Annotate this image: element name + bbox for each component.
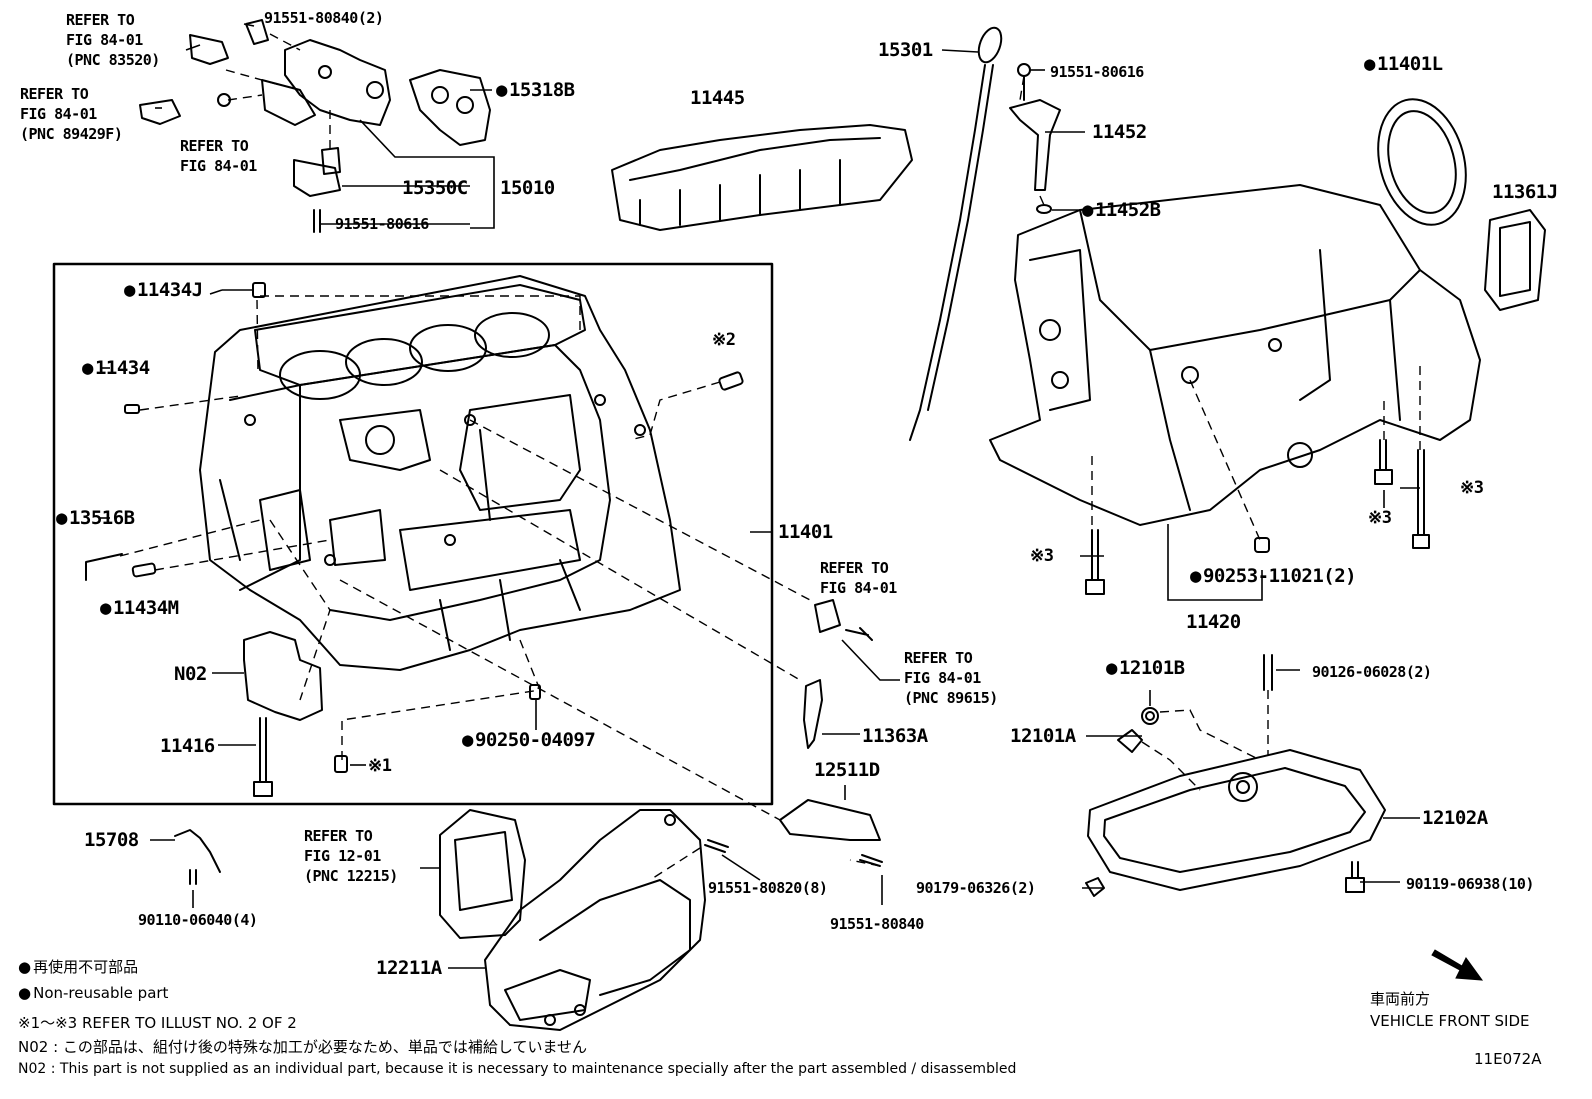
part-label-11416[interactable]: 11416 (160, 735, 215, 757)
legend-n02-jp: N02 : この部品は、組付け後の特殊な加工が必要なため、単品では補給していませ… (18, 1038, 588, 1056)
part-label-11401l[interactable]: 11401L (1364, 54, 1443, 74)
figure-id: 11E072A (1474, 1050, 1542, 1068)
part-label-91551-80840[interactable]: 91551-80840 (830, 915, 924, 933)
part-label-13516b[interactable]: 13516B (56, 508, 135, 528)
oil-seal-drawing (1377, 98, 1467, 226)
legend-non-reusable-en: Non-reusable part (18, 984, 168, 1002)
oil-pump-drawing (284, 39, 391, 126)
block-assembly-frame (52, 262, 774, 806)
cylinder-block-drawing (199, 275, 681, 671)
part-label-15708[interactable]: 15708 (84, 829, 139, 851)
part-label-11452[interactable]: 11452 (1092, 121, 1147, 143)
part-label-90253-11021-2[interactable]: 90253-11021(2) (1190, 566, 1357, 586)
part-label-12511d[interactable]: 12511D (814, 759, 880, 781)
part-label-15010[interactable]: 15010 (500, 177, 555, 199)
part-label-90250-04097[interactable]: 90250-04097 (462, 730, 596, 750)
part-label-11401[interactable]: 11401 (778, 521, 833, 543)
refer-label-pnc-83520[interactable]: REFER TO FIG 84-01 (PNC 83520) (66, 11, 160, 69)
oil-pan-upper-drawing (989, 184, 1481, 526)
part-label-12211a[interactable]: 12211A (376, 957, 442, 979)
part-label-91551-80820-8[interactable]: 91551-80820(8) (708, 879, 828, 897)
part-label-11445[interactable]: 11445 (690, 87, 745, 109)
legend-refer-illust: ※1～※3 REFER TO ILLUST NO. 2 OF 2 (18, 1014, 297, 1032)
mark-ref-2: ※2 (712, 330, 736, 350)
part-label-90126-06028-2[interactable]: 90126-06028(2) (1312, 663, 1432, 681)
crankcase-baffle-drawing (611, 124, 913, 231)
part-label-11452b[interactable]: 11452B (1082, 200, 1161, 220)
part-label-12101b[interactable]: 12101B (1106, 658, 1185, 678)
part-label-11434j[interactable]: 11434J (124, 280, 203, 300)
part-label-11420[interactable]: 11420 (1186, 611, 1241, 633)
mark-ref-1: ※1 (368, 756, 392, 776)
part-label-91551-80840-2[interactable]: 91551-80840(2) (264, 9, 384, 27)
part-label-90119-06938-10[interactable]: 90119-06938(10) (1406, 875, 1534, 893)
bolt-11416-drawing (253, 717, 273, 797)
legend-n02-en: N02 : This part is not supplied as an in… (18, 1061, 1017, 1077)
part-label-15350c[interactable]: 15350C (402, 177, 468, 199)
direction-label-jp: 車両前方 (1370, 990, 1431, 1008)
part-label-11363a[interactable]: 11363A (862, 725, 928, 747)
part-label-91551-80616-b[interactable]: 91551-80616 (1050, 63, 1144, 81)
part-label-11434[interactable]: 11434 (82, 358, 150, 378)
part-label-90179-06326-2[interactable]: 90179-06326(2) (916, 879, 1036, 897)
legend-non-reusable-jp: 再使用不可部品 (18, 958, 138, 976)
part-label-90110-06040-4[interactable]: 90110-06040(4) (138, 911, 258, 929)
refer-label-pnc-89615[interactable]: REFER TO FIG 84-01 (PNC 89615) (904, 649, 998, 707)
direction-label-en: VEHICLE FRONT SIDE (1370, 1012, 1530, 1030)
refer-label-pnc-89429f[interactable]: REFER TO FIG 84-01 (PNC 89429F) (20, 85, 123, 143)
part-label-11434m[interactable]: 11434M (100, 598, 179, 618)
refer-label-fig-84-01-knock[interactable]: REFER TO FIG 84-01 (820, 559, 897, 597)
refer-label-fig-84-01[interactable]: REFER TO FIG 84-01 (180, 137, 257, 175)
part-label-12101a[interactable]: 12101A (1010, 725, 1076, 747)
timing-cover-drawing (484, 809, 706, 1031)
part-label-n02[interactable]: N02 (174, 663, 207, 685)
part-label-91551-80616-a[interactable]: 91551-80616 (335, 215, 429, 233)
dipstick-drawing (909, 64, 994, 441)
oil-pan-lower-drawing (1087, 749, 1386, 891)
part-label-15318b[interactable]: 15318B (496, 80, 575, 100)
mark-ref-3-a: ※3 (1030, 546, 1054, 566)
front-direction-arrow-icon (1431, 949, 1484, 981)
refer-label-pnc-12215[interactable]: REFER TO FIG 12-01 (PNC 12215) (304, 827, 398, 885)
part-label-15301[interactable]: 15301 (878, 39, 933, 61)
dipstick-handle-drawing (977, 26, 1003, 64)
part-label-12102a[interactable]: 12102A (1422, 807, 1488, 829)
mark-ref-3-b: ※3 (1368, 508, 1392, 528)
bearing-cap-drawing (243, 631, 323, 721)
mark-ref-3-c: ※3 (1460, 478, 1484, 498)
part-label-11361j[interactable]: 11361J (1492, 181, 1558, 203)
